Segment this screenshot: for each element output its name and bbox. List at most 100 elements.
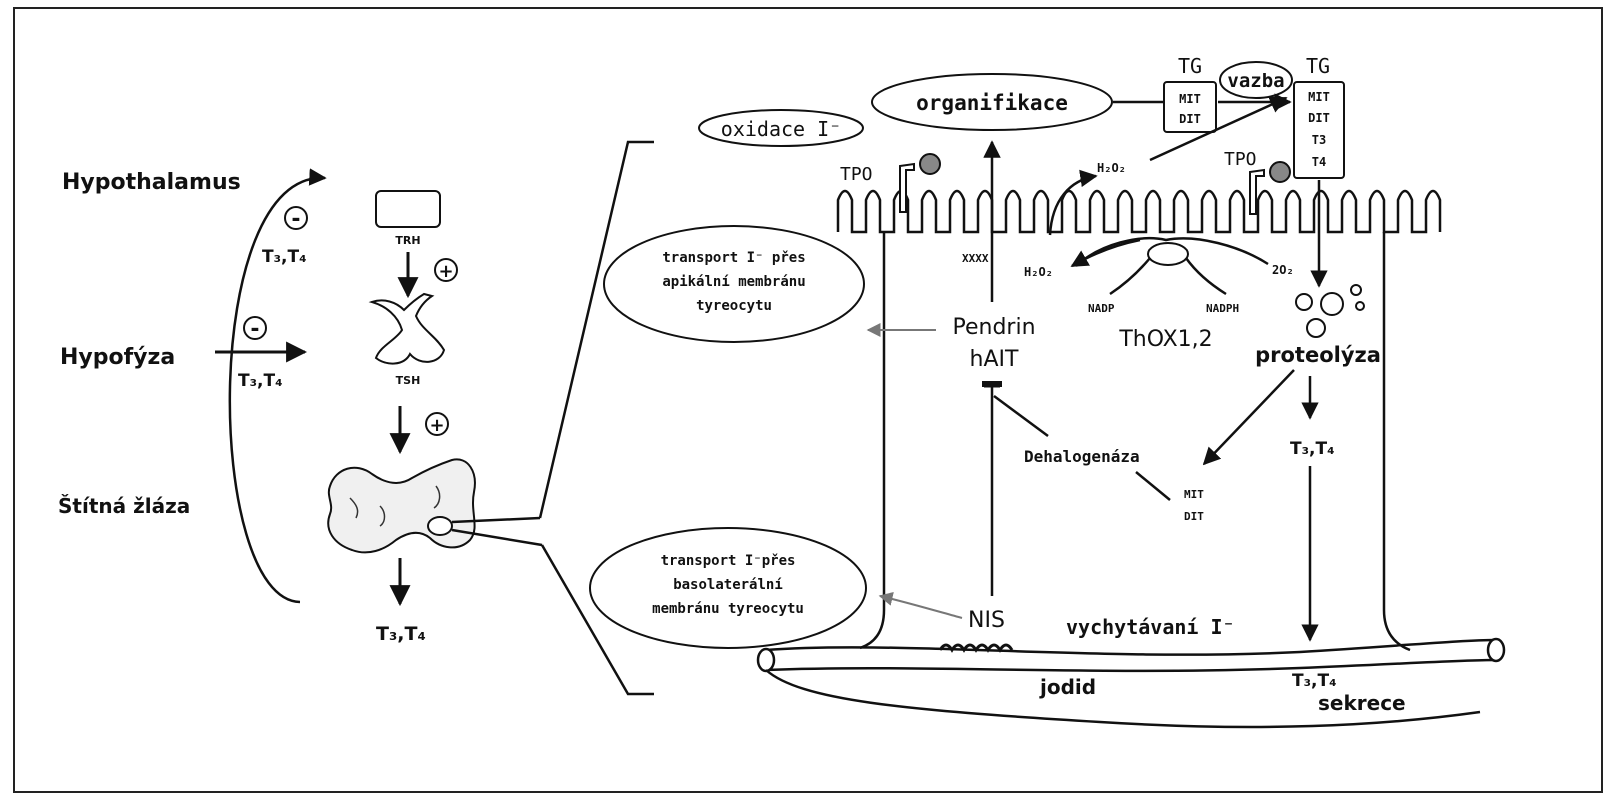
minus-circle-hypofyza [243,316,267,340]
arrow-h2o2-vazba [1149,96,1288,162]
apical-line-1: transport I⁻ přes [662,250,805,266]
apical-microvilli [836,189,1442,234]
dehalogenaza-label: Dehalogenáza [1024,447,1140,466]
vesicle-4 [1306,318,1326,338]
inhibit-line-dehalogenase [993,394,1049,438]
basolateral-transport-ellipse [589,527,867,649]
nadph-label: NADPH [1206,302,1239,315]
vesicle-2 [1320,292,1344,316]
t3-2: T3 [1312,133,1326,147]
thox-label: ThOX1,2 [1118,327,1212,352]
capillary-end-left [756,647,776,673]
mit-2: MIT [1308,90,1330,104]
t3t4-secreted: T₃,T₄ [1292,671,1337,691]
label-stitna-zlaza: Štítná žláza [58,494,190,518]
outer-frame [13,7,1603,793]
thox-right-stem [1184,257,1227,296]
xxxx-label: XXXX [962,252,989,265]
minus-sign-hypothalamus: - [291,207,300,232]
vychytavani-label: vychytávaní I⁻ [1066,615,1235,639]
zoom-connector [451,140,654,696]
tpo-right-head [1269,161,1291,183]
thyroid-texture [349,485,441,527]
tsh-label: TSH [396,374,421,387]
tpo-left-head [919,153,941,175]
organifikace-label: organifikace [916,91,1068,115]
capillary-end-right [1486,637,1506,663]
capillary-top [765,638,1497,656]
apical-line-2: apikální membránu [662,274,805,290]
tpo-right-label: TPO [1224,149,1257,170]
t3t4-inner: T₃,T₄ [1290,439,1335,459]
dit-2: DIT [1308,111,1330,125]
cell-wall-left [859,232,886,650]
apical-line-3: tyreocytu [696,298,772,314]
basolateral-transport-note: transport I⁻přes basolaterální membránu … [589,527,867,649]
apical-transport-ellipse [603,225,865,343]
mit-recycle: MIT [1184,488,1204,501]
h2o2-top: H₂O₂ [1097,161,1126,175]
label-hypofyza: Hypofýza [60,345,175,370]
thyrocyte-panel [756,189,1506,729]
pituitary-icon [368,292,446,365]
nis-coil [938,643,1014,653]
nis-transporter: NIS vychytávaní I⁻ jodid T₃,T₄ sekrece [878,381,1406,715]
hait-label: hAIT [970,347,1019,372]
proteolyza-label: proteolýza [1255,343,1381,367]
dit-1: DIT [1179,112,1201,126]
pendrin-transporter: Pendrin hAIT [866,315,1036,372]
baso-line-2: basolaterální [673,577,783,593]
vesicle-3 [1350,284,1362,296]
jodid-label: jodid [1039,675,1096,699]
plus-sign-trh: + [438,261,453,282]
t4-2: T4 [1312,155,1326,169]
baso-line-1: transport I⁻přes [661,553,796,569]
trh-label: TRH [395,234,420,247]
hypothalamus-box [375,190,441,228]
tg-box-1 [1163,81,1217,133]
minus-circle-hypothalamus [284,206,308,230]
sekrece-label: sekrece [1318,691,1406,715]
feedback-loop-curve [228,168,327,604]
dehalogenaza-line [1135,471,1171,501]
organifikace-ellipse [871,73,1113,131]
proteolysis-path: proteolýza T₃,T₄ [1202,180,1381,642]
thox-arrow-h2o2 [1070,238,1141,268]
tg-label-2: TG [1306,54,1330,78]
minus-sign-hypofyza: - [250,317,259,342]
hpt-axis: Hypothalamus Hypofýza Štítná žláza - T₃,… [58,168,476,645]
arrow-xxxx-h2o2 [1048,169,1098,236]
arrow-proteolyza-mitdit [1202,369,1295,466]
thox-arc [1075,237,1269,267]
mit-1: MIT [1179,92,1201,106]
nis-label: NIS [968,608,1005,633]
thox-complex: H₂O₂ 2O₂ NADP NADPH ThOX1,2 [1024,237,1294,352]
plus-circle-trh [434,258,458,282]
vesicle-1 [1295,293,1313,311]
o2-label: 2O₂ [1272,263,1294,277]
nadp-label: NADP [1088,302,1115,315]
arrow-nis-basolateral [878,592,963,619]
cell-wall-right [1382,232,1411,652]
follicle-circle [427,516,453,536]
thyroid-gland-icon [327,458,476,554]
vesicle-5 [1355,301,1365,311]
baso-line-3: membránu tyreocytu [652,601,804,617]
thox-body [1147,242,1189,266]
tpo-left-icon [899,162,915,213]
vazba-ellipse [1219,61,1293,99]
capillary-bottom [765,658,1497,673]
oxidace-ellipse [698,109,864,147]
t3t4-output: T₃,T₄ [376,623,426,645]
t3t4-hypofyza: T₃,T₄ [238,371,283,391]
apical-processes: oxidace I⁻ organifikace TG MIT DIT vazba… [698,54,1345,302]
pendrin-label: Pendrin [952,315,1035,340]
dit-recycle: DIT [1184,510,1204,523]
h2o2-mid: H₂O₂ [1024,265,1053,279]
tg-label-1: TG [1178,54,1202,78]
tg-box-2 [1293,81,1345,179]
tpo-left-label: TPO [840,164,873,185]
apical-transport-note: transport I⁻ přes apikální membránu tyre… [603,225,865,343]
vazba-label: vazba [1227,70,1284,92]
